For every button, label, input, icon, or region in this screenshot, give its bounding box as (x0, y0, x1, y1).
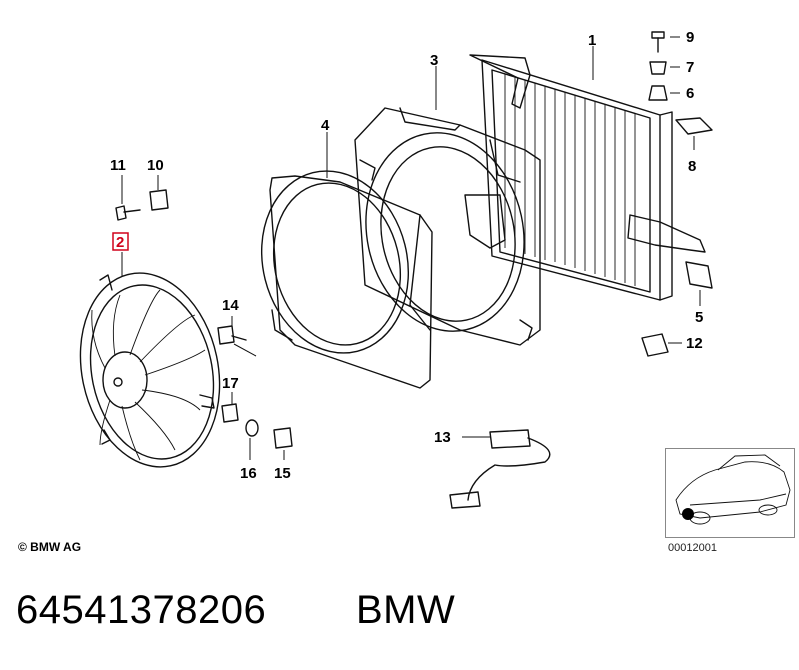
callout-10: 10 (147, 157, 164, 174)
callout-9: 9 (686, 29, 694, 46)
callout-5: 5 (695, 309, 703, 326)
callout-2-highlight-box (112, 232, 129, 251)
thumbnail-frame (665, 448, 795, 538)
part-number: 64541378206 (16, 588, 267, 632)
callout-12: 12 (686, 335, 703, 352)
radiator (469, 54, 706, 301)
callout-2: 2 (116, 234, 124, 251)
fan-cowl (260, 170, 433, 389)
callout-4: 4 (321, 117, 330, 134)
leader-lines (121, 36, 701, 460)
callout-6: 6 (686, 85, 694, 102)
callout-13: 13 (434, 429, 451, 446)
location-marker-dot (682, 508, 694, 520)
copyright-notice: © BMW AG (18, 540, 82, 554)
callout-14: 14 (222, 297, 239, 314)
callout-11: 11 (110, 157, 126, 174)
diagram-id: 00012001 (668, 542, 717, 554)
callout-labels: 1 3 4 9 7 6 8 5 12 11 10 2 14 17 16 15 1… (110, 29, 703, 482)
callout-7: 7 (686, 59, 694, 76)
electric-fan (79, 272, 221, 468)
callout-16: 16 (240, 465, 257, 482)
callout-3: 3 (430, 52, 438, 69)
callout-1: 1 (588, 32, 596, 49)
brand-name: BMW (356, 588, 456, 632)
fan-shroud (354, 107, 541, 346)
car-locator-thumbnail (675, 454, 791, 525)
callout-15: 15 (274, 465, 291, 482)
callout-17: 17 (222, 375, 239, 392)
hardware (115, 31, 713, 509)
callout-8: 8 (688, 158, 696, 175)
